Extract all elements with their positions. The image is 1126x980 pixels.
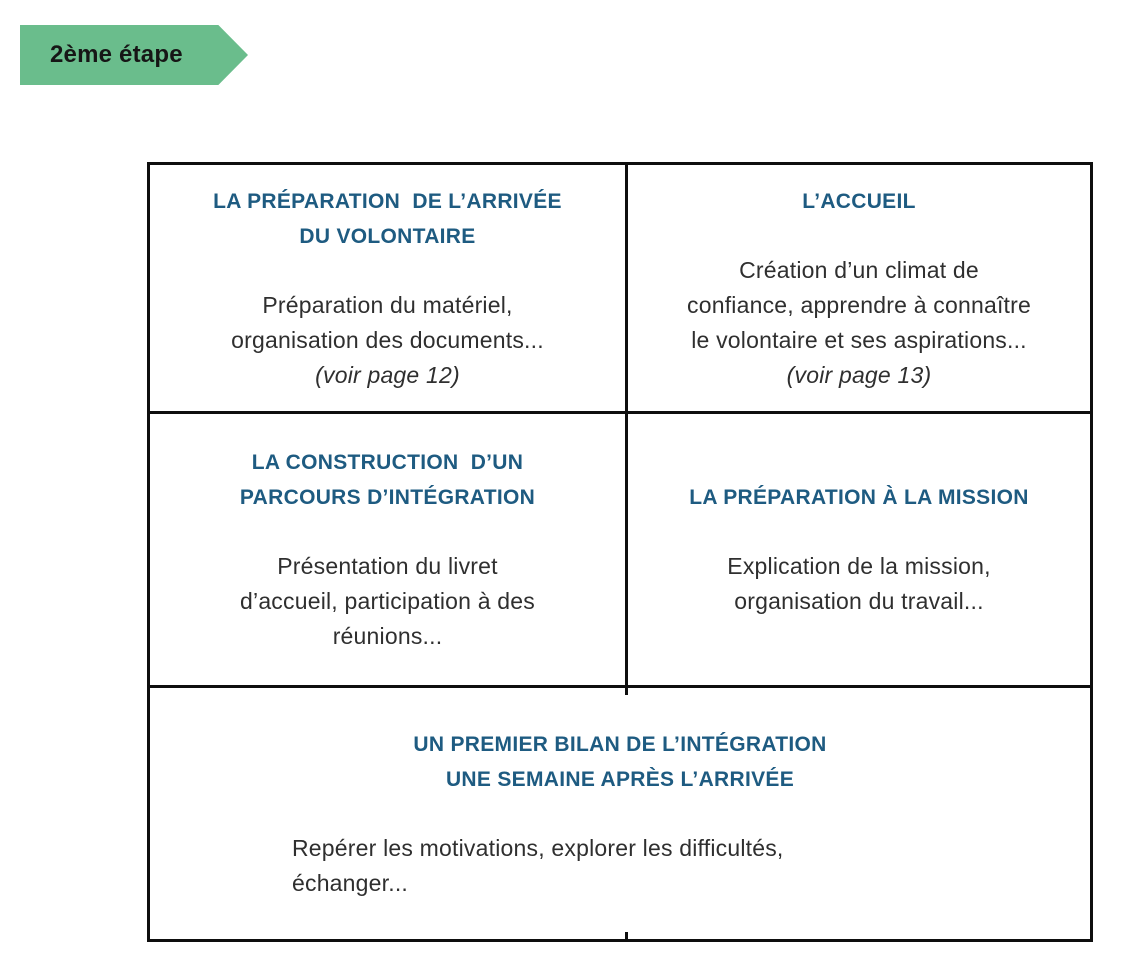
cell-preparation-mission: LA PRÉPARATION À LA MISSION Explication … bbox=[628, 414, 1090, 688]
cell-accueil-body: Création d’un climat de confiance, appre… bbox=[687, 256, 1031, 353]
cell-preparation-mission-body: Explication de la mission, organisation … bbox=[727, 553, 991, 614]
cell-premier-bilan-title: UN PREMIER BILAN DE L’INTÉGRATION UNE SE… bbox=[413, 732, 827, 791]
cell-preparation-mission-title: LA PRÉPARATION À LA MISSION bbox=[689, 486, 1029, 509]
step-banner-label: 2ème étape bbox=[50, 41, 183, 68]
cell-accueil-note: (voir page 13) bbox=[786, 361, 932, 388]
cell-construction-parcours: LA CONSTRUCTION D’UN PARCOURS D’INTÉGRAT… bbox=[150, 414, 628, 688]
cell-preparation-arrivee-title: LA PRÉPARATION DE L’ARRIVÉE DU VOLONTAIR… bbox=[213, 189, 562, 248]
cell-preparation-arrivee-note: (voir page 12) bbox=[315, 361, 460, 388]
cell-premier-bilan: UN PREMIER BILAN DE L’INTÉGRATION UNE SE… bbox=[150, 688, 1090, 939]
divider-tick-bottom bbox=[625, 932, 628, 939]
cell-accueil: L’ACCUEIL Création d’un climat de confia… bbox=[628, 165, 1090, 414]
divider-tick-middle bbox=[625, 688, 628, 695]
cell-preparation-arrivee: LA PRÉPARATION DE L’ARRIVÉE DU VOLONTAIR… bbox=[150, 165, 628, 414]
cell-premier-bilan-body: Repérer les motivations, explorer les di… bbox=[292, 834, 784, 896]
cell-preparation-arrivee-body: Préparation du matériel, organisation de… bbox=[231, 291, 544, 353]
cell-construction-parcours-body: Présentation du livret d’accueil, partic… bbox=[240, 553, 535, 649]
step-banner: 2ème étape bbox=[20, 25, 248, 85]
cell-accueil-title: L’ACCUEIL bbox=[802, 189, 916, 213]
integration-steps-table: LA PRÉPARATION DE L’ARRIVÉE DU VOLONTAIR… bbox=[147, 162, 1093, 942]
cell-construction-parcours-title: LA CONSTRUCTION D’UN PARCOURS D’INTÉGRAT… bbox=[239, 451, 536, 509]
